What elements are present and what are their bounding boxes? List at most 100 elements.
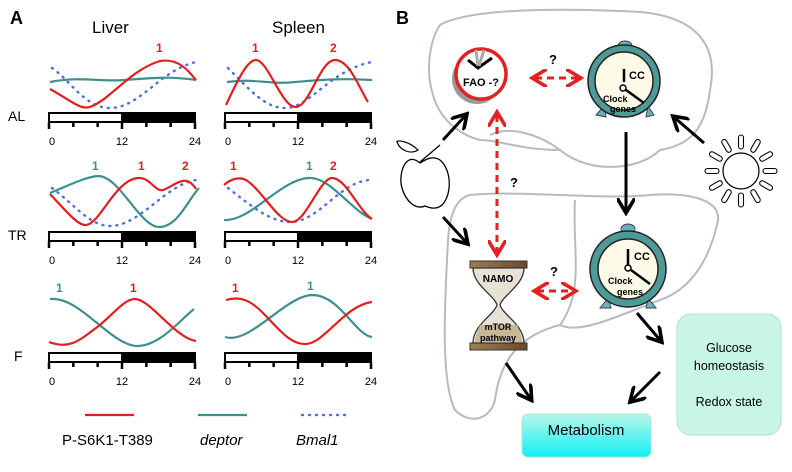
dark-phase-bar — [121, 231, 196, 242]
legend-label-p-s6k1: P-S6K1-T389 — [62, 432, 153, 449]
light-phase-bar — [48, 112, 123, 123]
mtor-label: pathway — [480, 333, 516, 343]
liver-outline — [443, 192, 720, 420]
tick-label: 12 — [292, 136, 304, 148]
peak-label: 1 — [56, 281, 63, 295]
p-s6k1-curve — [49, 59, 197, 109]
tick-label: 24 — [189, 136, 201, 148]
panel-a-label: A — [10, 8, 23, 28]
bmal1-curve — [226, 60, 374, 110]
peak-label: 1 — [230, 159, 237, 173]
arrow-food-to-namo — [441, 215, 466, 242]
peak-label: 1 — [307, 279, 314, 293]
sun-ray — [759, 180, 774, 191]
arrow-clock-to-glucose — [635, 312, 660, 340]
apple-icon — [396, 140, 450, 209]
peak-label: 2 — [330, 159, 337, 173]
tick-label: 12 — [116, 376, 128, 388]
cc-label: CC — [629, 70, 645, 82]
tick-label: 0 — [225, 136, 231, 148]
sun-ray — [750, 189, 761, 204]
sun-icon — [704, 134, 778, 208]
sun-ray — [750, 138, 761, 153]
fao-clock: FAO -? — [452, 47, 508, 104]
p-s6k1-curve — [48, 297, 197, 346]
fao-label: FAO -? — [463, 77, 499, 89]
mtor-label: mTOR — [485, 322, 512, 332]
tick-label: 24 — [189, 376, 201, 388]
peak-label: 1 — [156, 41, 163, 55]
deptor-curve — [223, 176, 373, 222]
light-phase-bar — [48, 352, 123, 363]
bmal1-curve — [50, 178, 198, 228]
cc-label: CC — [634, 251, 650, 263]
light-phase-bar — [224, 112, 299, 123]
arrow-namo-to-metabolism — [504, 362, 530, 398]
sun-ray — [759, 151, 774, 162]
sun-ray — [708, 180, 723, 191]
legend-label-deptor: deptor — [200, 432, 244, 449]
f-spleen-plot: 1 1 — [224, 279, 373, 346]
sun-ray — [737, 134, 745, 150]
peak-label: 1 — [130, 281, 137, 295]
central-clock-brain: CC Clock genes — [587, 40, 661, 118]
peak-label: 1 — [92, 159, 99, 173]
deptor-curve — [49, 174, 200, 229]
time-axis: 0 12 24 — [47, 112, 201, 148]
clock-genes-label: Clock — [603, 94, 629, 104]
tr-spleen-plot: 1 1 2 — [223, 159, 374, 224]
clock-genes-label: genes — [617, 287, 643, 297]
f-liver-plot: 1 1 — [48, 281, 197, 348]
sun-ray — [708, 151, 723, 162]
peak-label: 1 — [138, 159, 145, 173]
tick-label: 24 — [189, 255, 201, 267]
redox-label: Redox state — [696, 395, 763, 409]
tr-liver-plot: 1 1 2 — [49, 159, 200, 229]
column-title-spleen: Spleen — [272, 18, 325, 37]
row-label-al: AL — [8, 108, 25, 124]
sun-ray — [704, 167, 720, 175]
tick-label: 0 — [49, 136, 55, 148]
peak-label: 2 — [182, 159, 189, 173]
clock-genes-label: genes — [610, 104, 636, 114]
glucose-label: Glucose — [706, 341, 752, 355]
peak-label: 1 — [306, 159, 313, 173]
tick-label: 12 — [292, 255, 304, 267]
peak-label: 1 — [252, 41, 259, 55]
bmal1-curve — [226, 178, 374, 224]
tick-label: 12 — [116, 136, 128, 148]
light-phase-bar — [224, 231, 299, 242]
p-s6k1-curve — [225, 58, 369, 109]
deptor-curve — [226, 78, 373, 84]
dark-phase-bar — [297, 352, 372, 363]
sun-ray — [762, 167, 778, 175]
tick-label: 12 — [292, 376, 304, 388]
p-s6k1-curve — [223, 176, 373, 224]
dark-phase-bar — [297, 231, 372, 242]
clock-genes-label: Clock — [608, 276, 634, 286]
deptor-curve — [49, 76, 197, 84]
metabolism-label: Metabolism — [548, 422, 625, 439]
dark-phase-bar — [121, 352, 196, 363]
homeostasis-label: homeostasis — [694, 359, 764, 373]
peripheral-clock-liver: CC Clock genes — [589, 223, 667, 309]
tick-label: 24 — [365, 255, 377, 267]
deptor-curve — [49, 297, 195, 348]
tick-label: 24 — [365, 136, 377, 148]
question-mark: ? — [510, 175, 518, 190]
column-title-liver: Liver — [92, 18, 129, 37]
panel-b-label: B — [396, 8, 409, 28]
dark-phase-bar — [121, 112, 196, 123]
arrow-light-to-cc — [675, 118, 705, 145]
question-mark: ? — [550, 264, 558, 279]
row-label-f: F — [14, 348, 23, 364]
sun-ray — [737, 192, 745, 208]
tick-label: 12 — [116, 255, 128, 267]
dark-phase-bar — [297, 112, 372, 123]
